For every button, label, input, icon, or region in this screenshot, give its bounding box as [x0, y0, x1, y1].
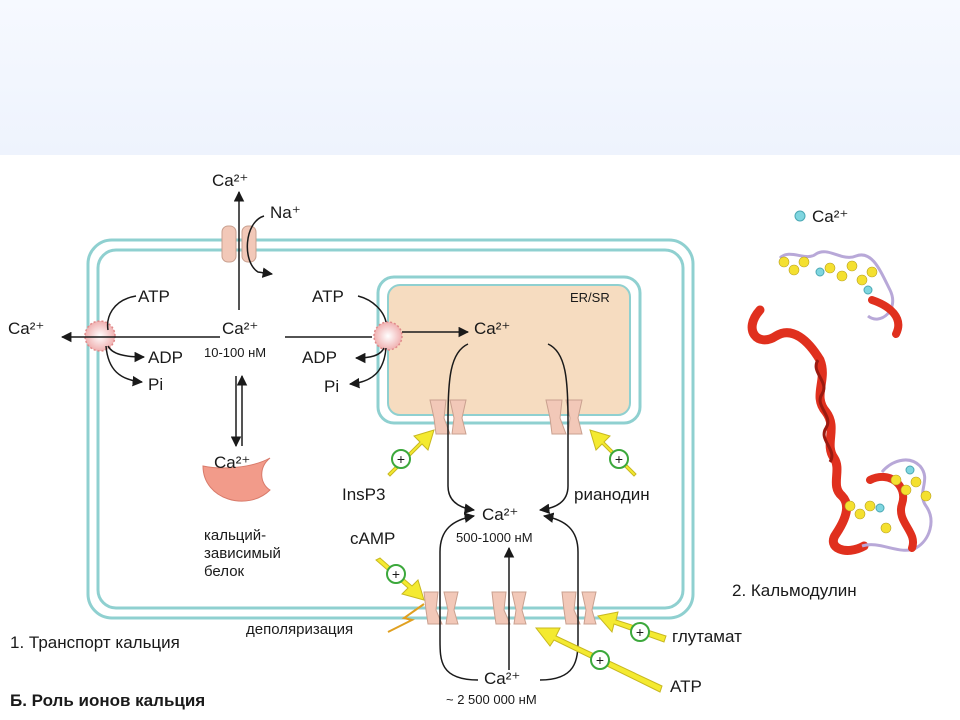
label-na: Na⁺	[270, 203, 301, 222]
label-ryanodine: рианодин	[574, 485, 650, 504]
glutamate-activation-arrow: +	[597, 611, 667, 643]
plus-ryanodine: +	[615, 451, 623, 467]
ryanodine-activation-arrow: +	[589, 429, 637, 477]
atp-activation-arrow: +	[534, 627, 663, 693]
label-camp: cAMP	[350, 529, 395, 548]
arrow-er-left-release	[447, 343, 476, 514]
camp-gated-channel	[423, 591, 459, 625]
plus-camp: +	[392, 566, 400, 582]
label-adp-left: ADP	[148, 348, 183, 367]
label-protein-line2: зависимый	[204, 545, 281, 562]
er-membrane	[376, 275, 642, 425]
label-ca-mid: Ca²⁺	[482, 505, 518, 524]
voltage-gated-channel	[491, 591, 527, 625]
arrow-na-in	[246, 215, 274, 278]
arrow-influx-right	[539, 512, 579, 681]
arrow-atp-right	[357, 295, 387, 323]
label-protein-line3: белок	[204, 563, 245, 580]
arrow-influx-left	[439, 512, 479, 681]
arrow-pi-left	[105, 345, 144, 387]
plus-atp: +	[596, 652, 604, 668]
label-ca-mid-conc: 500-1000 нМ	[456, 530, 533, 545]
arrow-adp-left	[107, 345, 146, 363]
label-atp-bottom: ATP	[670, 677, 702, 696]
serca-pump	[373, 321, 403, 351]
calmodulin-structure	[747, 250, 933, 555]
pmca-pump	[84, 320, 116, 352]
arrow-er-right-release	[538, 343, 569, 515]
label-ca-cytosol: Ca²⁺	[222, 319, 258, 338]
header-band	[0, 0, 960, 155]
insp3-activation-arrow: +	[387, 429, 435, 477]
caption-calcium-transport: 1. Транспорт кальция	[10, 633, 180, 652]
caption-calmodulin: 2. Кальмодулин	[732, 581, 857, 600]
ryanodine-receptor	[545, 399, 583, 435]
glutamate-receptor-channel	[561, 591, 597, 625]
label-er-sr: ER/SR	[570, 290, 610, 305]
caption-role-of-calcium: Б. Роль ионов кальция	[10, 691, 205, 710]
label-depolarization: деполяризация	[246, 621, 353, 638]
na-ca-exchanger	[221, 225, 257, 263]
label-ca-top: Ca²⁺	[212, 171, 248, 190]
label-calmodulin-ca: Ca²⁺	[812, 207, 848, 226]
label-ca-protein: Ca²⁺	[214, 453, 250, 472]
camp-activation-arrow: +	[375, 557, 425, 601]
label-atp-left: ATP	[138, 287, 170, 306]
calmodulin-ca-ion-legend	[794, 210, 806, 222]
insp3-receptor	[429, 399, 467, 435]
label-ca-outside-conc: ~ 2 500 000 нМ	[446, 692, 537, 707]
label-ca-cytosol-conc: 10-100 нМ	[204, 345, 266, 360]
arrow-pi-right	[348, 347, 387, 389]
label-adp-right: ADP	[302, 348, 337, 367]
cell-membrane-inner	[96, 248, 685, 610]
label-protein-line1: кальций-	[204, 527, 266, 544]
label-ca-left: Ca²⁺	[8, 319, 44, 338]
cell-membrane-outer	[86, 238, 695, 620]
depolarization-bolt	[387, 603, 425, 633]
plus-glutamate: +	[636, 624, 644, 640]
label-pi-left: Pi	[148, 375, 163, 394]
arrow-adp-right	[354, 347, 385, 364]
plus-insp3: +	[397, 451, 405, 467]
label-ca-outside: Ca²⁺	[484, 669, 520, 688]
label-glutamate: глутамат	[672, 627, 742, 646]
label-ca-er: Ca²⁺	[474, 319, 510, 338]
label-insp3: InsP3	[342, 485, 385, 504]
calcium-binding-protein	[202, 457, 271, 502]
label-pi-right: Pi	[324, 377, 339, 396]
label-atp-right: ATP	[312, 287, 344, 306]
arrow-atp-left	[106, 295, 137, 331]
